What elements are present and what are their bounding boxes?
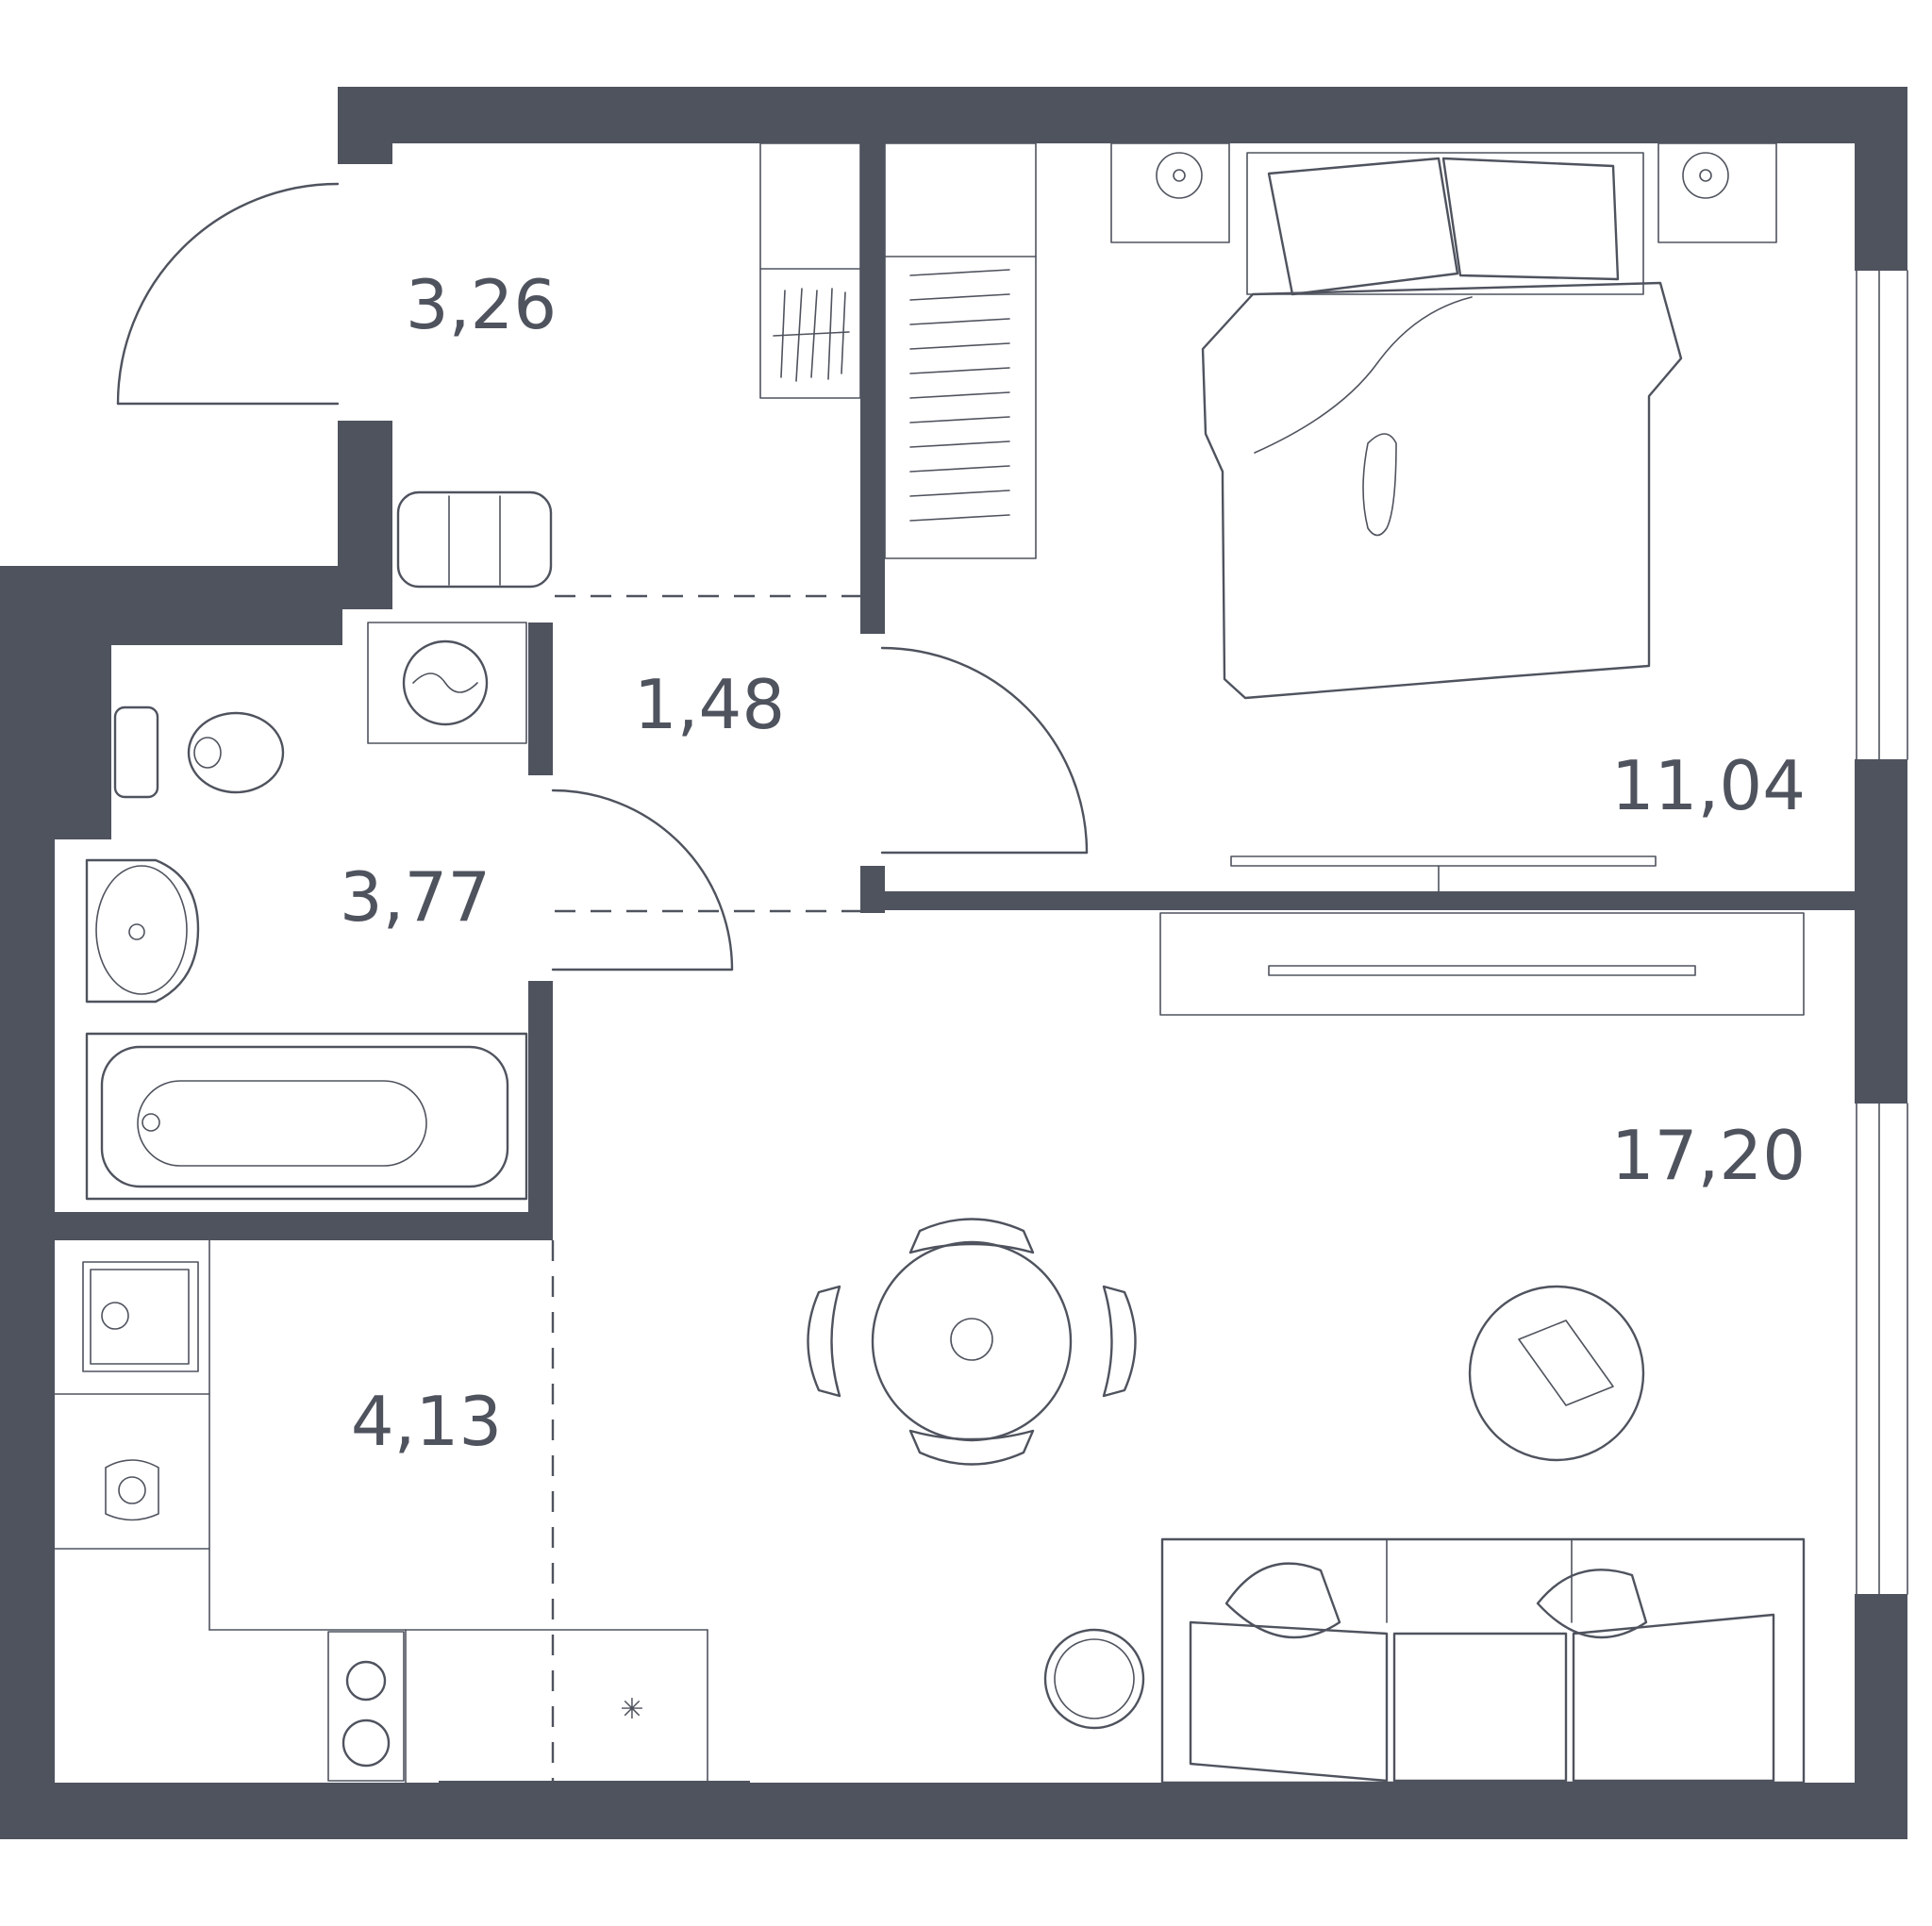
pouf xyxy=(396,490,553,589)
walls xyxy=(0,87,1907,1839)
kitchen-sink xyxy=(82,1261,199,1372)
area-labels: 3,26 1,48 3,77 4,13 11,04 17,20 xyxy=(340,265,1806,1461)
washing-machine xyxy=(367,622,527,744)
wardrobe-small xyxy=(759,142,861,399)
fridge: ✳ xyxy=(620,1693,643,1726)
dining-table xyxy=(807,1218,1137,1466)
coffee-table xyxy=(1468,1285,1645,1462)
cooktop xyxy=(327,1631,405,1782)
area-kitchen: 4,13 xyxy=(351,1382,502,1461)
area-corridor: 1,48 xyxy=(634,665,785,744)
bedroom-door xyxy=(880,646,1089,855)
windows xyxy=(1856,270,1908,1595)
bathtub xyxy=(85,1032,528,1201)
dishwasher xyxy=(105,1459,159,1521)
pouf-round xyxy=(1043,1628,1145,1730)
area-bedroom: 11,04 xyxy=(1611,746,1806,825)
zone-dividers xyxy=(551,594,860,1783)
tv-bedroom xyxy=(1230,855,1657,892)
washbasin xyxy=(85,858,200,1004)
bathroom-door xyxy=(551,789,734,971)
area-hall: 3,26 xyxy=(406,265,557,344)
svg-text:✳: ✳ xyxy=(620,1693,643,1726)
area-bathroom: 3,77 xyxy=(340,857,491,937)
double-bed xyxy=(1201,152,1683,700)
nightstand-left xyxy=(1110,142,1230,243)
kitchen-counter xyxy=(54,1239,708,1784)
wardrobe-bedroom xyxy=(884,142,1037,559)
area-living: 17,20 xyxy=(1611,1116,1806,1195)
entrance-door xyxy=(116,182,340,406)
nightstand-right xyxy=(1657,142,1777,243)
toilet xyxy=(113,706,285,799)
tv-unit xyxy=(1159,912,1805,1016)
sofa xyxy=(1160,1537,1806,1785)
